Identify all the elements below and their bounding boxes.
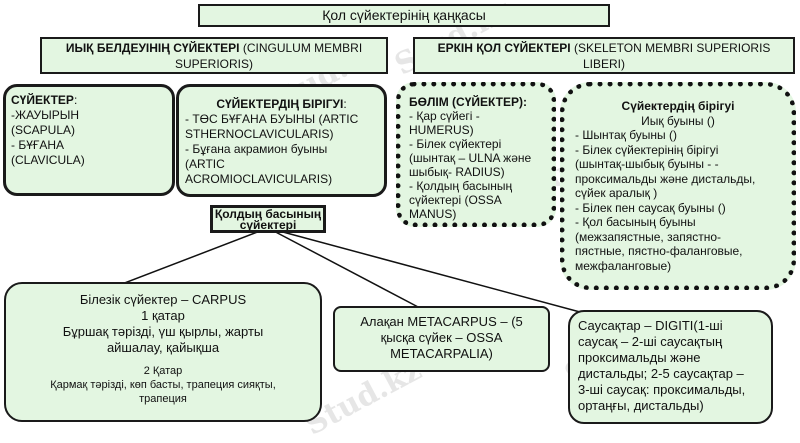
girdle-joints-line: ACROMIOCLAVICULARIS) [185,172,333,186]
sections-line: MANUS) [409,207,457,221]
connector-line [267,227,581,313]
girdle-joints-line: STHERNOCLAVICULARIS) [185,127,334,141]
digiti-line: ортаңғы, дистальды) [578,398,704,413]
girdle-joints-box: СҮЙЕКТЕРДІҢ БІРІГУІ: - ТӨС БҰҒАНА БУЫНЫ … [176,84,387,197]
hand-bones-line: Қолдың басының [214,207,322,221]
free-joints-line: пястные, пястно-фаланговые, [575,244,743,258]
bones-line: (SCAPULA) [11,123,76,137]
bones-line: (CLAVICULA) [11,153,85,167]
sections-line: шыбық- RADIUS) [409,165,505,179]
digiti-line: 3-ші саусақ: проксимальды, [578,382,746,397]
girdle-joints-heading: СҮЙЕКТЕРДІҢ БІРІГУІ [216,97,344,111]
carpus-box: Білезік сүйектер – CARPUS 1 қатар Бұршақ… [4,282,322,422]
connector-line [267,227,421,309]
girdle-joints-line: (ARTIC [185,157,225,171]
girdle-joints-line: - ТӨС БҰҒАНА БУЫНЫ (ARTIC [185,112,359,126]
sections-heading: БӨЛІМ (СҮЙЕКТЕР): [409,95,527,109]
carpus-title: Білезік сүйектер – CARPUS [79,292,247,307]
bones-line: -ЖАУЫРЫН [11,108,80,122]
free-joints-line: - Білек сүйектерінің бірігуі [575,142,719,157]
free-joints-line: (шынтақ-шыбық буыны - - [575,157,719,171]
carpus-row1-text: Бұршақ тәрізді, үш қырлы, жарты [62,324,264,339]
free-joints-line: (межзапястные, запястно- [575,229,722,244]
page-title: Қол сүйектерінің қаңқасы [322,7,486,23]
title-box: Қол сүйектерінің қаңқасы [198,4,610,27]
sections-line: сүйектері (OSSA [409,193,502,207]
sections-line: - Қолдың басының [409,179,513,193]
metacarpus-box: Алақан METACARPUS – (5 қысқа сүйек – OSS… [333,306,550,372]
sections-line: - Білек сүйектері [409,137,502,151]
carpus-row1-text: айшалау, қайықша [106,340,220,355]
shoulder-girdle-heading: ИЫҚ БЕЛДЕУІНІҢ СҮЙЕКТЕРІ [65,41,240,55]
free-limb-box: ЕРКІН ҚОЛ СҮЙЕКТЕРІ (SKELETON MEMBRI SUP… [413,37,795,74]
carpus-row2-text: трапеция [139,393,187,405]
metacarpus-line: қысқа сүйек – OSSA [380,330,503,345]
sections-line: HUMERUS) [409,123,474,137]
hand-bones-line: сүйектері [239,218,297,232]
digiti-line: проксимальды және [578,350,701,365]
free-joints-line: Иық буыны () [641,113,715,128]
bones-heading: СҮЙЕКТЕР [11,93,74,107]
hand-bones-box: Қолдың басының сүйектері [210,205,326,233]
sections-line: - Қар сүйегі - [409,109,480,123]
bones-line: - БҰҒАНА [11,138,65,152]
bones-box: СҮЙЕКТЕР: -ЖАУЫРЫН (SCAPULA) - БҰҒАНА (C… [3,84,175,196]
connector-lines [121,227,581,313]
sections-line: (шынтақ – ULNA және [409,151,532,165]
free-joints-line: сүйек аралық ) [575,186,658,200]
digiti-line: саусақ – 2-ші саусақтың [578,334,723,349]
carpus-row2-text: Қармақ тәрізді, көп басты, трапеция сияқ… [50,379,276,391]
shoulder-girdle-latin: (CINGULUM MEMBRI SUPERIORIS) [174,41,363,71]
free-limb-latin: (SKELETON MEMBRI SUPERIORIS LIBERI) [570,41,771,71]
connector-line [121,227,269,285]
digiti-line: Саусақтар – DIGITI(1-ші [578,318,723,333]
free-joints-line: - Шынтақ буыны () [575,128,678,142]
free-joints-line: межфаланговые) [575,258,672,273]
free-joints-line: - Қол басының буыны [575,215,696,229]
free-limb-heading: ЕРКІН ҚОЛ СҮЙЕКТЕРІ [437,41,571,55]
free-limb-joints-box: Сүйектердің бірігуі Иық буыны () - Шынта… [560,82,796,290]
free-limb-sections-box: БӨЛІМ (СҮЙЕКТЕР): - Қар сүйегі - HUMERUS… [396,82,556,227]
free-joints-line: проксимальды және дистальды, [575,171,756,186]
free-joints-heading: Сүйектердің бірігуі [621,99,735,113]
digiti-line: дистальды; 2-5 саусақтар – [578,366,744,381]
shoulder-girdle-box: ИЫҚ БЕЛДЕУІНІҢ СҮЙЕКТЕРІ (CINGULUM MEMBR… [40,37,388,74]
metacarpus-line: METACARPALIA) [390,346,493,361]
carpus-row2-label: 2 Қатар [143,365,183,377]
metacarpus-line: Алақан METACARPUS – (5 [360,314,523,329]
free-joints-line: - Білек пен саусақ буыны () [575,200,726,215]
girdle-joints-line: - Бұғана акрамион буыны [185,142,328,156]
carpus-row1-label: 1 қатар [141,308,185,323]
digiti-box: Саусақтар – DIGITI(1-ші саусақ – 2-ші са… [568,310,773,424]
